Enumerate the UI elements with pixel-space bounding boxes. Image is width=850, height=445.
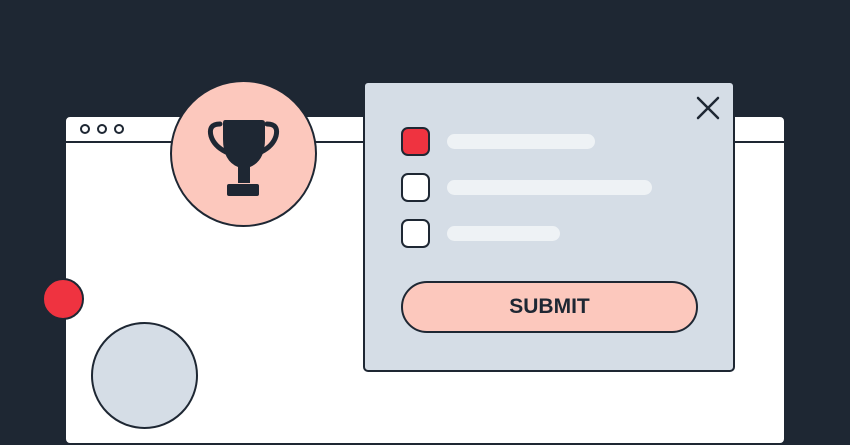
option-3-placeholder-line [447, 226, 560, 241]
submit-button[interactable]: SUBMIT [401, 281, 698, 333]
checkbox-option-2[interactable] [401, 173, 430, 202]
gray-circle-decoration [91, 322, 198, 429]
trophy-icon [207, 120, 280, 196]
red-dot-decoration [42, 278, 84, 320]
window-dot [80, 124, 90, 134]
close-icon[interactable] [695, 95, 721, 121]
popup-dialog: SUBMIT [363, 81, 735, 372]
window-dot [97, 124, 107, 134]
checkbox-option-1[interactable] [401, 127, 430, 156]
option-1-placeholder-line [447, 134, 595, 149]
option-2-placeholder-line [447, 180, 652, 195]
window-dot [114, 124, 124, 134]
trophy-badge [170, 80, 317, 227]
checkbox-option-3[interactable] [401, 219, 430, 248]
